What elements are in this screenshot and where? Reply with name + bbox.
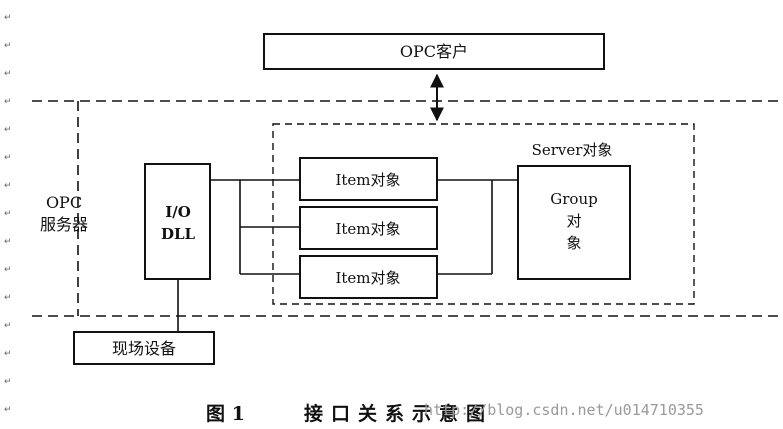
- opc-server-label-line1: OPC: [46, 193, 82, 212]
- paragraph-mark: ↵: [4, 153, 12, 163]
- paragraph-mark: ↵: [4, 181, 12, 191]
- paragraph-mark: ↵: [4, 349, 12, 359]
- io-dll-label-line2: DLL: [161, 225, 196, 243]
- paragraph-marks: ↵ ↵ ↵ ↵ ↵ ↵ ↵ ↵ ↵ ↵ ↵ ↵ ↵ ↵ ↵: [4, 13, 12, 415]
- paragraph-mark: ↵: [4, 377, 12, 387]
- opc-client-label: OPC客户: [400, 42, 468, 61]
- paragraph-mark: ↵: [4, 13, 12, 23]
- item-object-label: Item对象: [335, 171, 400, 189]
- watermark-url: http://blog.csdn.net/u014710355: [424, 401, 704, 419]
- item-object-label: Item对象: [335, 269, 400, 287]
- item-object-box: [299, 206, 438, 250]
- figure-number: 图 1: [206, 403, 245, 425]
- group-object-label-line3: 象: [566, 234, 581, 252]
- figure-caption-title: 接口关系示意图: [304, 402, 493, 425]
- field-device-box: [73, 331, 215, 365]
- server-object-label: Server对象: [532, 141, 613, 159]
- paragraph-mark: ↵: [4, 293, 12, 303]
- io-dll-label-line1: I/O: [165, 203, 191, 221]
- paragraph-mark: ↵: [4, 125, 12, 135]
- paragraph-mark: ↵: [4, 237, 12, 247]
- item-object-box: [299, 255, 438, 299]
- opc-server-label-line2: 服务器: [40, 215, 88, 234]
- io-dll-box: [144, 163, 211, 280]
- field-device-label: 现场设备: [112, 339, 176, 358]
- paragraph-mark: ↵: [4, 209, 12, 219]
- paragraph-mark: ↵: [4, 97, 12, 107]
- paragraph-mark: ↵: [4, 69, 12, 79]
- connection-lines: [177, 179, 518, 332]
- item-object-box: [299, 157, 438, 201]
- paragraph-mark: ↵: [4, 321, 12, 331]
- item-object-label: Item对象: [335, 220, 400, 238]
- paragraph-mark: ↵: [4, 265, 12, 275]
- opc-client-box: [263, 33, 605, 70]
- group-object-label-line1: Group: [550, 190, 597, 208]
- paragraph-mark: ↵: [4, 405, 12, 415]
- server-object-region: [272, 123, 695, 305]
- paragraph-mark: ↵: [4, 41, 12, 51]
- group-object-label-line2: 对: [566, 212, 581, 230]
- group-object-box: [517, 165, 631, 280]
